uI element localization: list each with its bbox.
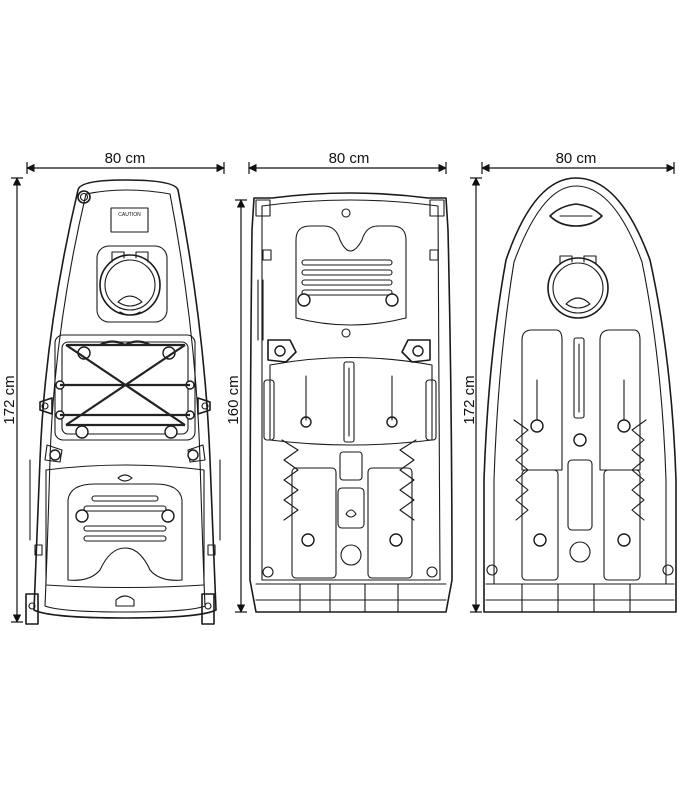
tank-well-1 bbox=[54, 334, 196, 441]
hull-outline-1 bbox=[33, 179, 217, 619]
height-label-1: 172 cm bbox=[1, 375, 18, 424]
caution-plate bbox=[110, 207, 149, 233]
kayak-1: 80 cm 172 cm CAUTION bbox=[1, 150, 225, 625]
center-console-3 bbox=[567, 459, 593, 531]
center-rail-2 bbox=[343, 361, 355, 443]
center-console-2 bbox=[339, 451, 363, 481]
center-rail-3 bbox=[573, 337, 585, 419]
height-label-2: 160 cm bbox=[225, 375, 242, 424]
grille-2 bbox=[301, 259, 393, 296]
kayak-2: 80 cm 160 cm bbox=[225, 150, 453, 613]
height-label-3: 172 cm bbox=[461, 375, 478, 424]
caution-label: CAUTION bbox=[118, 212, 141, 218]
width-label-3: 80 cm bbox=[556, 150, 597, 167]
hatch-3 bbox=[547, 257, 609, 319]
kayak-3: 80 cm 172 cm bbox=[461, 150, 677, 613]
width-label-1: 80 cm bbox=[105, 150, 146, 167]
storage-panel-2 bbox=[295, 225, 407, 326]
width-label-2: 80 cm bbox=[329, 150, 370, 167]
hull-outline-3 bbox=[483, 177, 677, 613]
hull-outline-2 bbox=[249, 192, 453, 613]
bow-handle-3 bbox=[549, 203, 603, 227]
cockpit-1 bbox=[45, 464, 205, 589]
seat-grille-1 bbox=[83, 495, 167, 542]
